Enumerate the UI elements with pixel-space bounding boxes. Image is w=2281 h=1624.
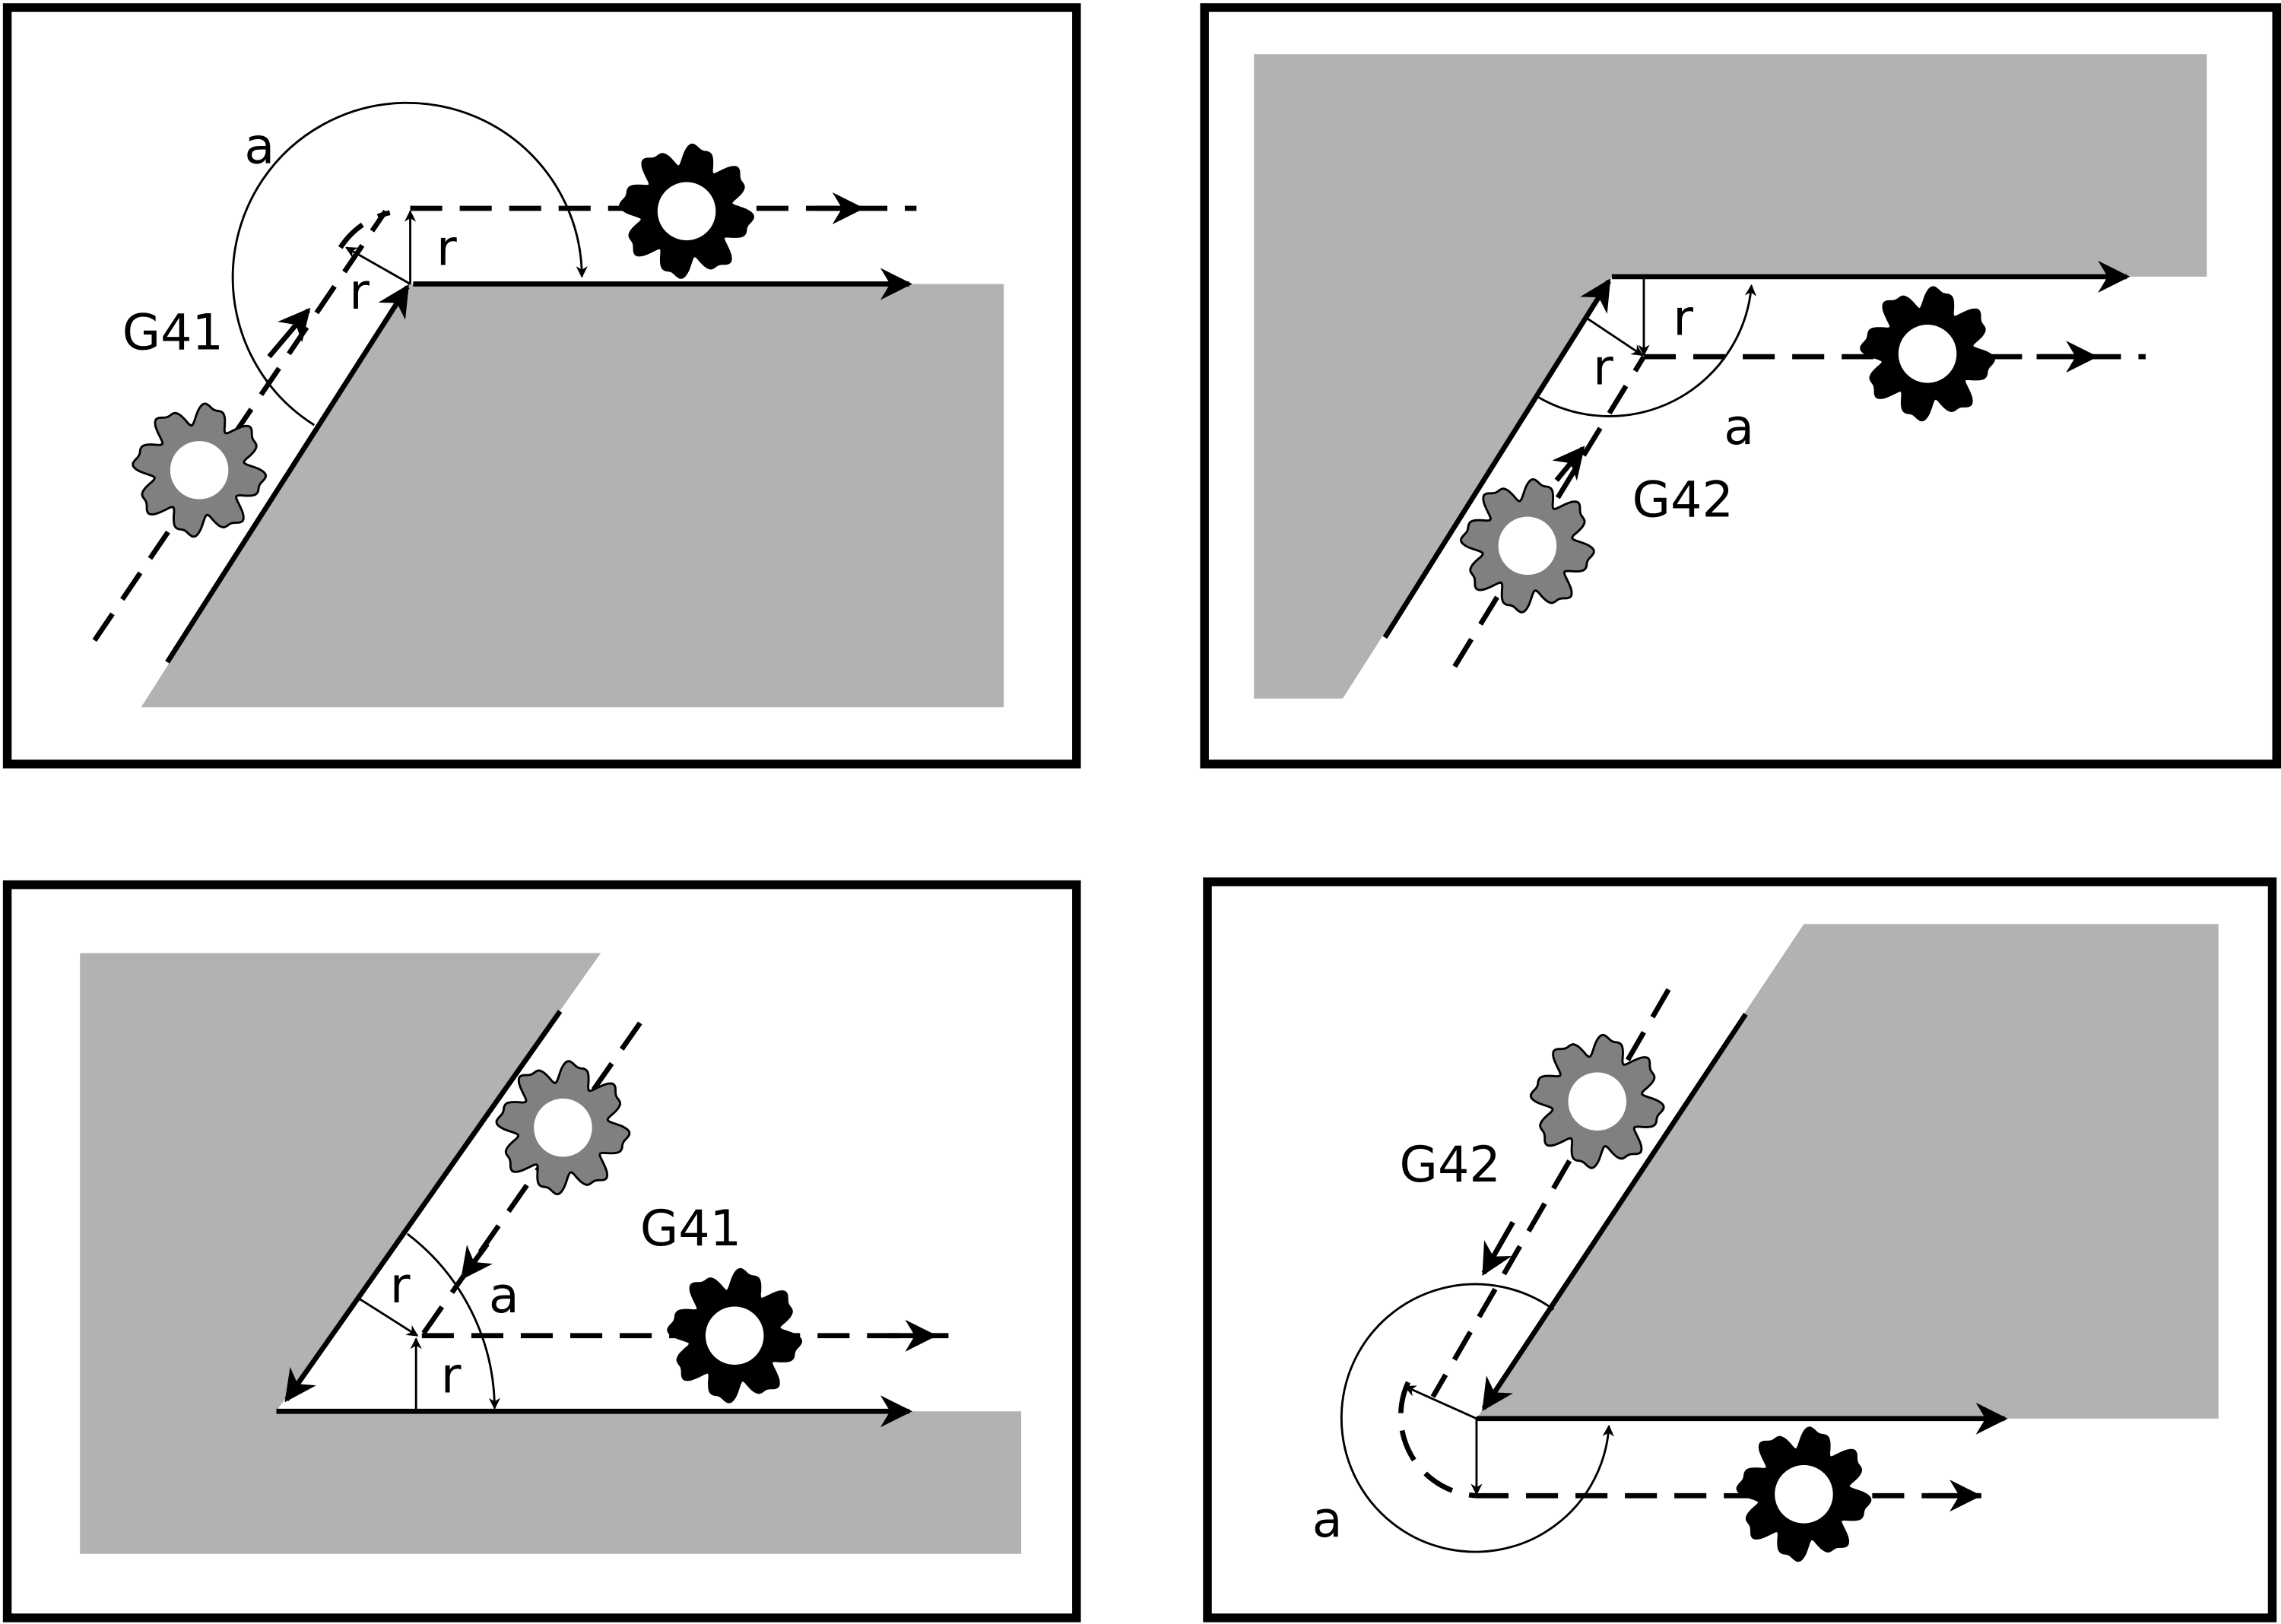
path-arrow [1481,1220,1515,1277]
panel-top-right: r r a G42 [1200,3,2281,769]
cutter-bore [170,441,229,500]
angle-arc [406,1232,501,1410]
gcode-label: G42 [1632,472,1734,529]
contour-line [165,284,410,664]
cutter-end-icon [619,143,754,279]
radius-label: r [390,1258,411,1315]
angle-label: a [1724,399,1754,456]
radius-label: r [441,1347,462,1404]
radius-line [1585,316,1644,357]
contour-line [1382,278,1611,639]
workpiece [141,284,1004,708]
angle-arc [231,101,588,427]
cutter-start-icon [1529,1033,1665,1169]
path-arrow [460,1242,493,1280]
workpiece [80,953,1022,1554]
path-arrow [267,307,311,359]
tool-path [1430,988,1671,1398]
angle-label: a [1312,1492,1343,1549]
radius-line [357,1296,419,1337]
angle-label: a [244,119,274,176]
cutter-bore [705,1306,764,1365]
workpiece [1476,924,2219,1419]
tool-path-arc [338,210,391,249]
cutter-end-icon [1860,286,1995,422]
angle-label: a [489,1267,519,1324]
gcode-label: G41 [640,1201,741,1258]
cutter-start-icon [1460,477,1595,614]
radius-label: r [1593,339,1613,396]
panel-bottom-right: G42 a [1203,877,2277,1622]
path-arrow [1552,446,1585,482]
cutter-end-icon [667,1267,803,1404]
radius-label: r [1673,290,1693,347]
contour-line [1481,1013,1748,1411]
angle-arc [1535,284,1757,417]
cutter-start-icon [495,1060,631,1196]
tool-path [1452,355,1646,668]
cutter-bore [1498,516,1557,576]
radius-label: r [349,264,370,321]
tool-path [92,209,388,642]
cutter-bore [534,1098,592,1157]
radius-line [1404,1385,1477,1420]
tool-path-arc [1398,1381,1477,1499]
panel-bottom-left: r r a G41 [2,880,1081,1622]
gcode-label: G41 [122,305,224,362]
panel-top-left: a r r G41 [2,3,1081,769]
angle-arc [1340,1283,1614,1553]
cutter-start-icon [132,402,268,538]
cutter-end-icon [1736,1426,1872,1562]
contour-line [284,1010,563,1403]
cutter-bore [1775,1465,1833,1524]
tool-path [420,1021,642,1337]
radius-line [345,246,411,285]
radius-label: r [436,220,457,278]
cutter-bore [657,182,716,241]
cutter-bore [1568,1072,1627,1131]
cutter-bore [1898,325,1957,383]
workpiece [1254,54,2207,699]
gcode-label: G42 [1400,1137,1501,1194]
